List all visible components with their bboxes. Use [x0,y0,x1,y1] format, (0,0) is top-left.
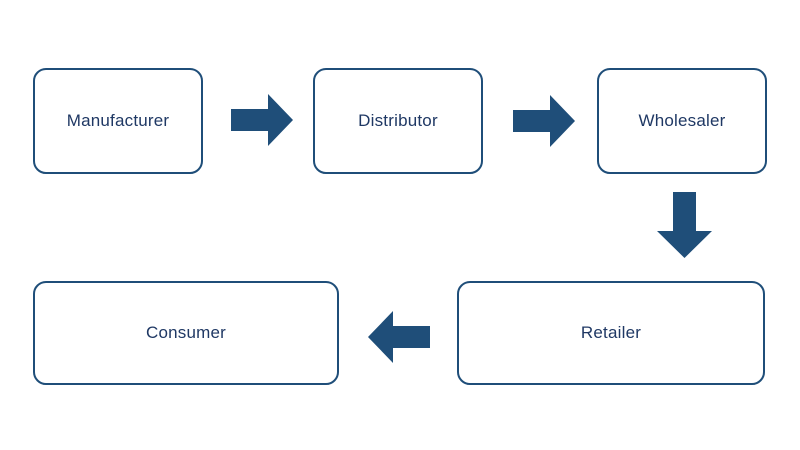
node-wholesaler-label: Wholesaler [638,111,726,130]
right-arrow-icon-manufacturer-to-distributor [231,94,293,146]
node-retailer: Retailer [457,281,765,385]
down-arrow-icon-wholesaler-to-retailer [657,192,712,258]
node-retailer-label: Retailer [580,323,642,342]
node-consumer: Consumer [33,281,339,385]
node-consumer-label: Consumer [145,323,227,342]
right-arrow-icon-distributor-to-wholesaler [513,95,575,147]
node-wholesaler: Wholesaler [597,68,767,174]
node-distributor: Distributor [313,68,483,174]
left-arrow-icon-retailer-to-consumer [368,311,430,363]
node-manufacturer: Manufacturer [33,68,203,174]
node-distributor-label: Distributor [358,111,438,130]
node-manufacturer-label: Manufacturer [66,111,170,130]
